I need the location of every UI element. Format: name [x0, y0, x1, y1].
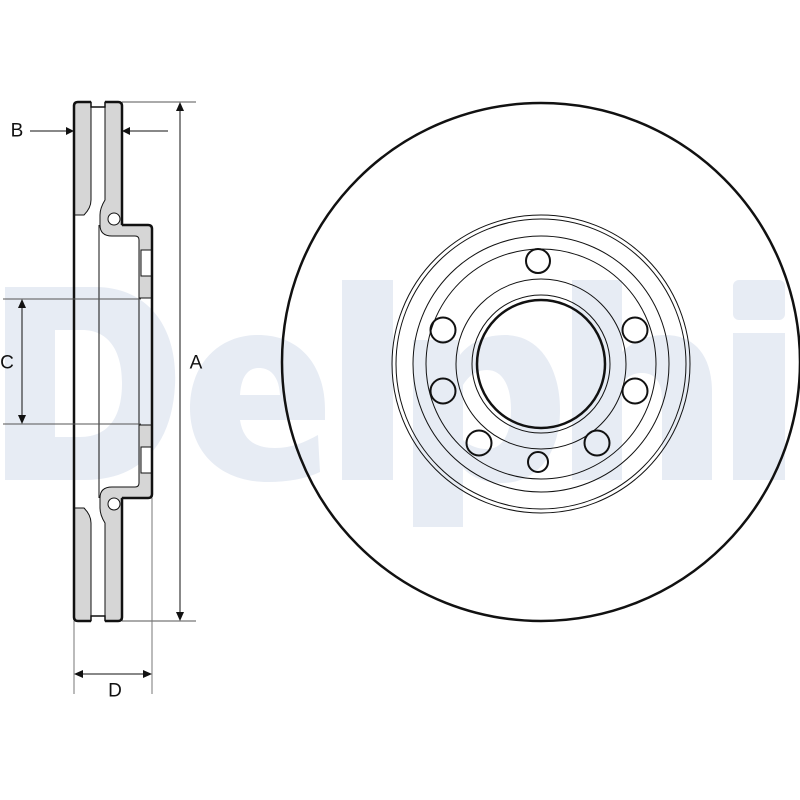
left-plate-bottom	[73, 507, 92, 622]
front-view	[280, 101, 800, 623]
dimension-label-a: A	[189, 352, 203, 374]
dimension-label-b: B	[10, 120, 24, 142]
bolt-holes	[429, 248, 649, 473]
outer-diameter-circle	[280, 101, 800, 623]
section-view	[72, 100, 154, 623]
left-plate-top	[73, 101, 92, 216]
dimension-lines	[3, 101, 196, 694]
dimension-label-c: C	[0, 352, 14, 374]
centre-bore	[475, 298, 607, 430]
delphi-watermark	[5, 280, 785, 527]
dimension-label-d: D	[108, 680, 122, 702]
